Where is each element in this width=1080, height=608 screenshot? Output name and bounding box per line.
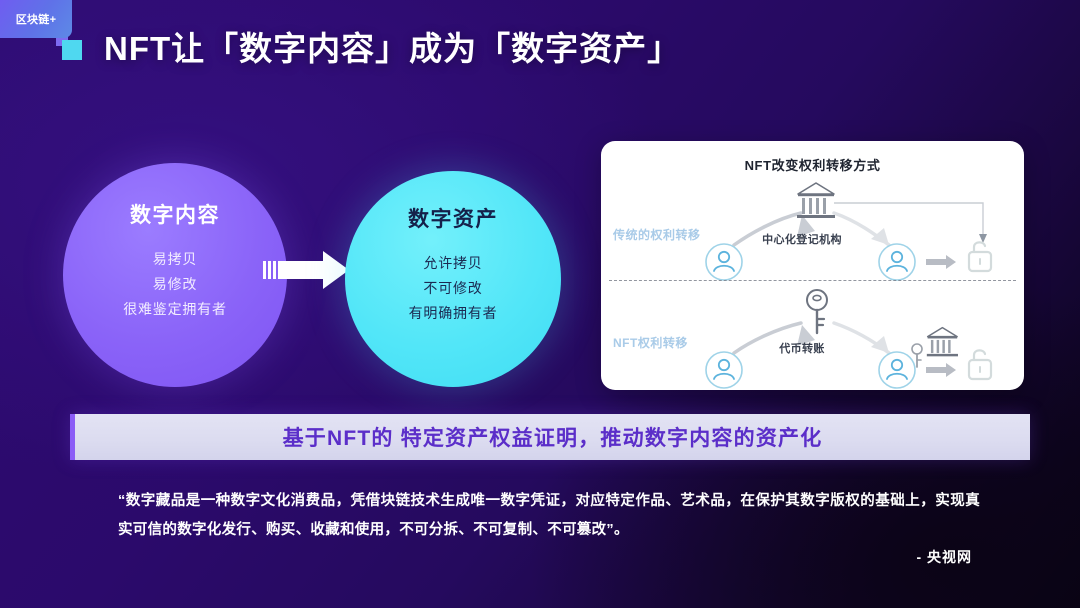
- quote-attribution: - 央视网: [916, 549, 972, 565]
- nft-transfer-label: NFT权利转移: [613, 336, 688, 350]
- key-message-text: 基于NFT的 特定资产权益证明，推动数字内容的资产化: [282, 427, 823, 450]
- traditional-transfer-label: 传统的权利转移: [613, 228, 701, 242]
- digital-asset-item: 允许拷贝: [423, 255, 483, 271]
- arrow-right-icon: [926, 363, 956, 377]
- key-message-banner: 基于NFT的 特定资产权益证明，推动数字内容的资产化: [70, 414, 1030, 460]
- digital-asset-item: 有明确拥有者: [408, 305, 498, 321]
- user-avatar-icon: [878, 243, 916, 281]
- rights-transfer-card-title: NFT改变权利转移方式: [744, 158, 881, 173]
- card-divider: [609, 280, 1016, 281]
- user-avatar-icon: [705, 351, 743, 389]
- digital-asset-title: 数字资产: [408, 208, 498, 231]
- token-transfer-label: 代币转账: [779, 343, 825, 355]
- digital-asset-circle: 数字资产 允许拷贝 不可修改 有明确拥有者: [345, 171, 561, 387]
- page-title: NFT让「数字内容」成为「数字资产」: [104, 30, 682, 67]
- key-icon: [806, 289, 828, 335]
- unlock-icon: [967, 349, 993, 381]
- digital-content-title: 数字内容: [130, 204, 220, 227]
- central-registry-label: 中心化登记机构: [762, 234, 842, 246]
- transform-arrow-icon: [263, 249, 363, 291]
- digital-content-item: 易修改: [152, 276, 198, 292]
- brand-badge-label: 区块链+: [15, 14, 57, 26]
- rights-transfer-card: NFT改变权利转移方式: [601, 141, 1024, 390]
- brand-badge: 区块链+: [0, 0, 72, 38]
- arrow-right-icon: [926, 255, 956, 269]
- bank-icon: [926, 326, 958, 357]
- digital-content-item: 很难鉴定拥有者: [123, 301, 227, 317]
- digital-content-item: 易拷贝: [152, 251, 198, 267]
- quote-text: “数字藏品是一种数字文化消费品，凭借块链技术生成唯一数字凭证，对应特定作品、艺术…: [118, 493, 980, 538]
- user-avatar-with-key-icon: [878, 343, 923, 389]
- digital-content-circle: 数字内容 易拷贝 易修改 很难鉴定拥有者: [63, 163, 287, 387]
- decorative-square-cyan: [62, 40, 82, 60]
- unlock-icon: [967, 241, 993, 273]
- digital-asset-item: 不可修改: [423, 280, 483, 296]
- bank-icon: [797, 182, 835, 218]
- user-avatar-icon: [705, 243, 743, 281]
